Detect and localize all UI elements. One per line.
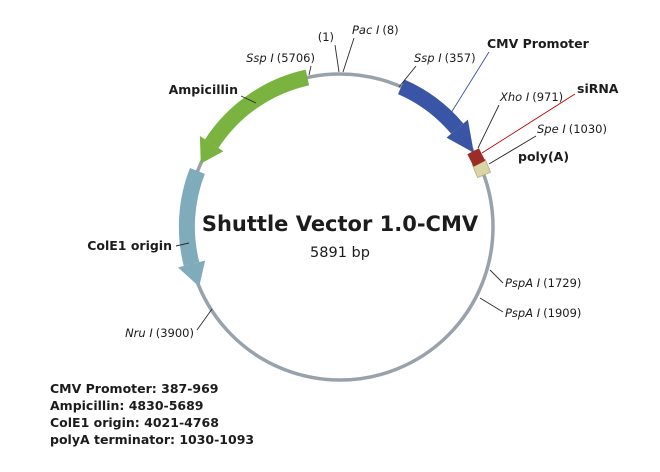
feature-label-cmv-promoter: CMV Promoter xyxy=(487,36,590,51)
leader-sirna xyxy=(481,93,576,154)
site-label-ssp1-357: Ssp I(357) xyxy=(414,51,476,65)
site-label-spe1-1030: Spe I(1030) xyxy=(537,122,607,136)
leader-site-spe1 xyxy=(488,135,537,165)
site-label-1: (1) xyxy=(318,30,334,44)
feature-ampicillin-arrowhead xyxy=(199,136,224,164)
feature-cole1-origin-arrowhead xyxy=(178,260,206,287)
feature-cmv-promoter-arrowhead xyxy=(446,119,474,153)
leader-ampicillin xyxy=(240,95,257,104)
legend-line-cmv-promoter: CMV Promoter: 387-969 xyxy=(50,381,219,396)
leader-site-ssp1-357 xyxy=(398,65,417,88)
legend-line-ampicillin: Ampicillin: 4830-5689 xyxy=(50,398,204,413)
leader-site-pspa1-1729 xyxy=(489,269,504,284)
feature-label-sirna: siRNA xyxy=(577,81,619,96)
feature-cole1-origin-arc xyxy=(178,167,205,266)
site-label-pspa1-1729: PspA I(1729) xyxy=(505,276,581,290)
feature-label-polya: poly(A) xyxy=(518,149,569,164)
leader-site-1 xyxy=(334,44,340,73)
site-label-pac1-8: Pac I(8) xyxy=(352,23,399,37)
leader-cmv-promoter xyxy=(450,51,490,114)
feature-label-cole1-origin: ColE1 origin xyxy=(87,238,172,253)
feature-cmv-promoter-arc xyxy=(397,79,464,134)
legend-line-cole1-origin: ColE1 origin: 4021-4768 xyxy=(50,415,219,430)
leader-site-pac1 xyxy=(342,37,355,73)
site-label-pspa1-1909: PspA I(1909) xyxy=(505,306,581,320)
site-label-ssp1-5706: Ssp I(5706) xyxy=(246,51,315,65)
plasmid-size: 5891 bp xyxy=(310,245,370,261)
leader-lines xyxy=(175,37,576,331)
feature-sirna-block xyxy=(467,148,486,167)
leader-site-pspa1-1909 xyxy=(479,297,504,313)
plasmid-title: Shuttle Vector 1.0-CMV xyxy=(202,212,479,236)
legend-line-polya-terminator: polyA terminator: 1030-1093 xyxy=(50,432,254,447)
leader-site-nru1 xyxy=(196,308,213,331)
site-label-xho1-971: Xho I(971) xyxy=(499,90,563,104)
feature-label-ampicillin: Ampicillin xyxy=(169,82,238,97)
leader-cole1-origin xyxy=(175,242,190,247)
leader-site-xho1 xyxy=(477,104,500,149)
site-label-nru1-3900: Nru I(3900) xyxy=(125,326,194,340)
leader-site-ssp1-5706 xyxy=(308,65,312,76)
